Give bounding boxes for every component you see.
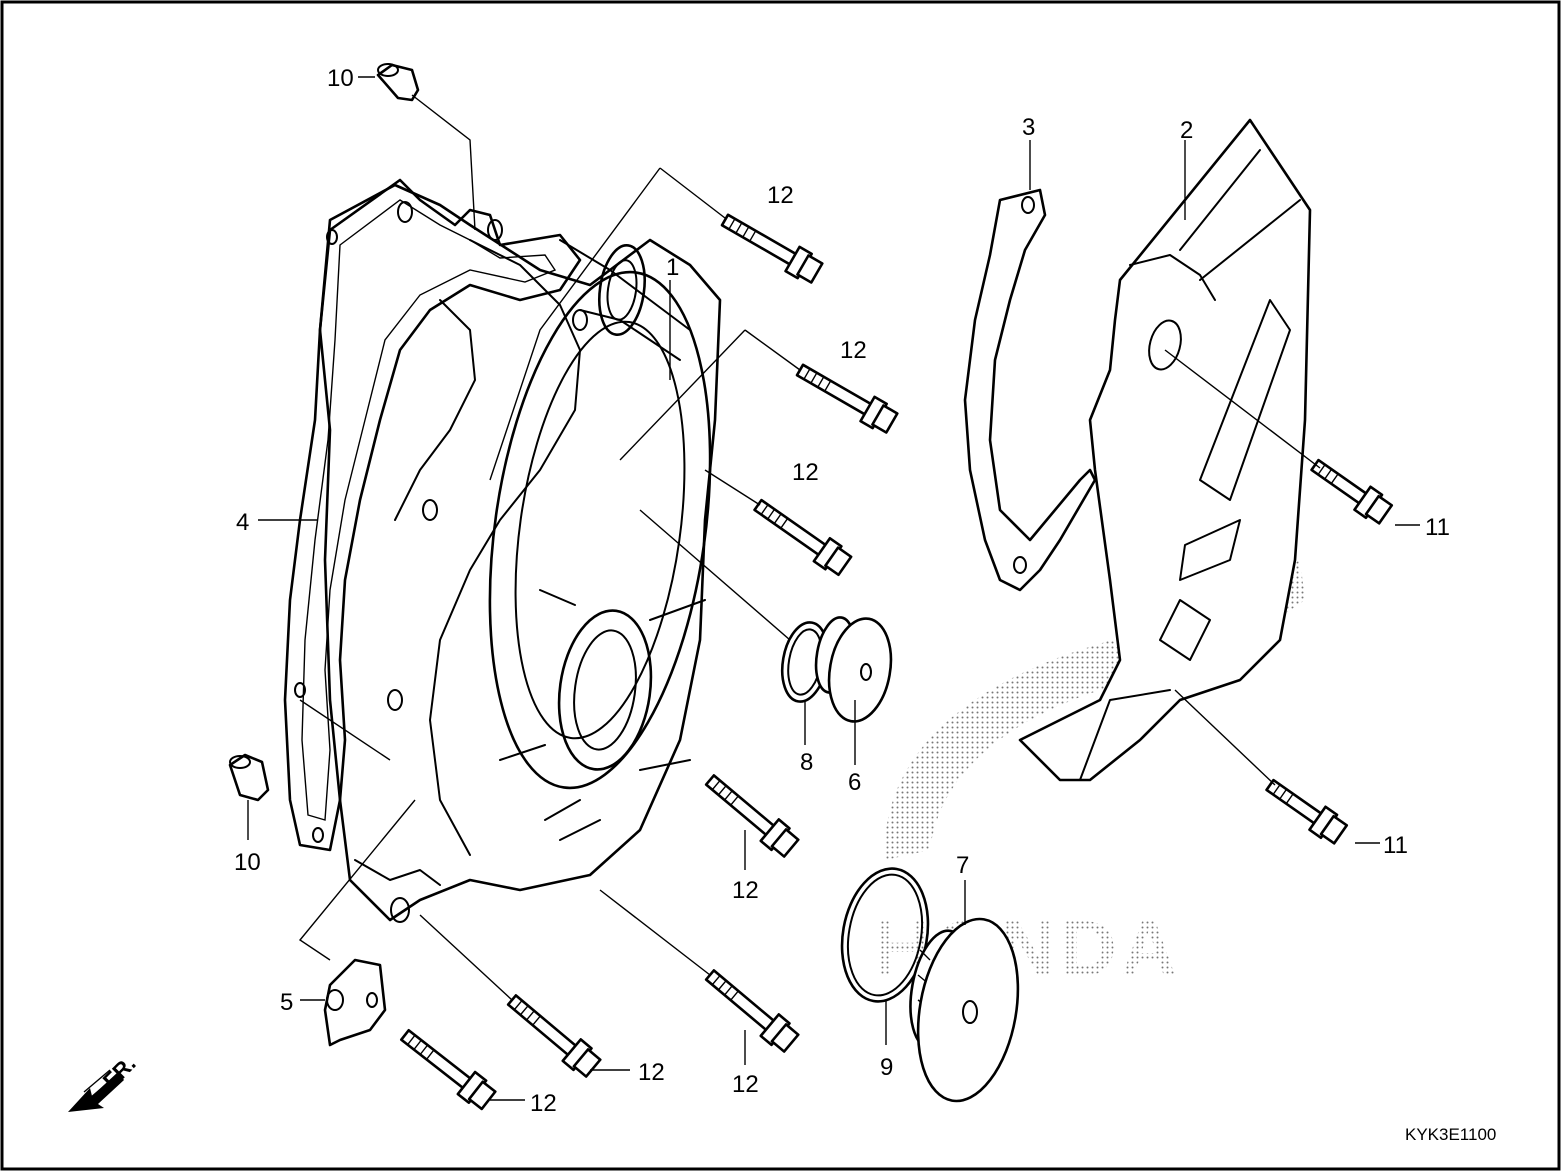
bolt-12-f — [506, 994, 602, 1078]
bracket-clip — [323, 958, 387, 1047]
crankshaft-hole-cap — [909, 917, 1020, 1103]
leader-lines — [247, 76, 1420, 1101]
bolt-12-b — [795, 363, 899, 434]
o-ring-large — [840, 867, 930, 1003]
cover-gasket — [283, 178, 582, 852]
callout-3: 3 — [1022, 114, 1035, 141]
callout-6: 6 — [848, 769, 861, 796]
bolt-12-a — [720, 213, 824, 284]
bolt-11-b — [1265, 778, 1349, 845]
dowel-pin-top — [376, 63, 420, 102]
callout-12-d: 12 — [732, 877, 759, 904]
callout-1: 1 — [666, 254, 679, 281]
callout-9: 9 — [880, 1054, 893, 1081]
callout-7: 7 — [956, 852, 969, 879]
callout-11-top: 11 — [1425, 514, 1450, 541]
callout-12-e: 12 — [732, 1071, 759, 1098]
bolt-11-a — [1310, 458, 1394, 525]
left-crankcase-cover — [318, 183, 722, 923]
bolt-12-e — [704, 969, 800, 1053]
bolt-12-c — [753, 498, 853, 577]
timing-hole-cap — [814, 616, 893, 723]
figure-code: KYK3E1100 — [1405, 1125, 1496, 1144]
callout-4: 4 — [236, 509, 249, 536]
callout-5: 5 — [280, 989, 293, 1016]
callout-12-g: 12 — [530, 1090, 557, 1117]
callout-12-c: 12 — [792, 459, 819, 486]
callout-10-top: 10 — [327, 65, 354, 92]
cover-plate — [1018, 118, 1312, 782]
callout-2: 2 — [1180, 117, 1193, 144]
dowel-pin-bottom — [228, 753, 270, 802]
callout-12-a: 12 — [767, 182, 794, 209]
callout-8: 8 — [800, 749, 813, 776]
callout-12-b: 12 — [840, 337, 867, 364]
callout-11-bottom: 11 — [1383, 832, 1408, 859]
bolt-12-g — [400, 1028, 497, 1111]
cover-seal-strip — [963, 188, 1097, 592]
front-direction-arrow: FR. — [68, 1051, 141, 1112]
bolt-12-d — [704, 774, 800, 858]
callout-10-bottom: 10 — [234, 849, 261, 876]
callout-12-f: 12 — [638, 1059, 665, 1086]
